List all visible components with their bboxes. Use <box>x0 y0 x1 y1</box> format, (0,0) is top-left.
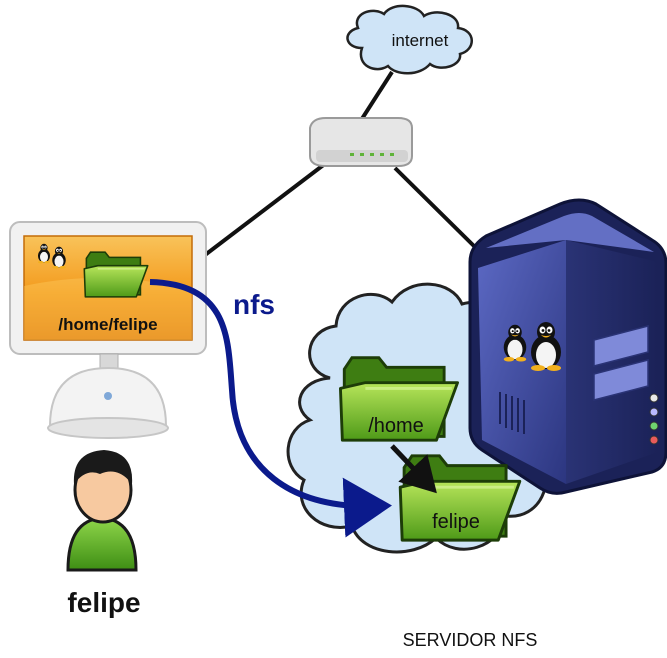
folder-icon <box>83 251 149 298</box>
server-tower-icon <box>468 198 667 495</box>
server-drive-bays <box>593 325 649 401</box>
client-computer: /home/felipe <box>9 221 207 439</box>
nfs-mount-arrow <box>149 279 392 538</box>
server-folder-home: /home <box>338 356 460 442</box>
cloud-icon <box>346 4 473 75</box>
server-caption: SERVIDOR NFS <box>403 630 538 650</box>
server-user-label: felipe <box>432 511 480 533</box>
user-name-label: felipe <box>67 587 140 618</box>
network-links <box>203 70 480 257</box>
router <box>309 117 413 167</box>
internet-label: internet <box>392 31 449 50</box>
user-icon <box>66 450 138 572</box>
nfs-label: nfs <box>233 289 275 320</box>
link-router-client <box>203 158 332 257</box>
server-folder-user: felipe <box>398 454 522 542</box>
home-to-user-arrow <box>390 444 437 494</box>
server-vent <box>499 392 525 434</box>
server-home-label: /home <box>368 415 424 437</box>
link-router-server <box>393 166 480 252</box>
client-path-label: /home/felipe <box>58 315 157 334</box>
link-internet-router <box>356 70 394 127</box>
internet-cloud: internet <box>346 4 473 75</box>
server-lights <box>649 393 659 445</box>
user: felipe <box>66 450 141 618</box>
